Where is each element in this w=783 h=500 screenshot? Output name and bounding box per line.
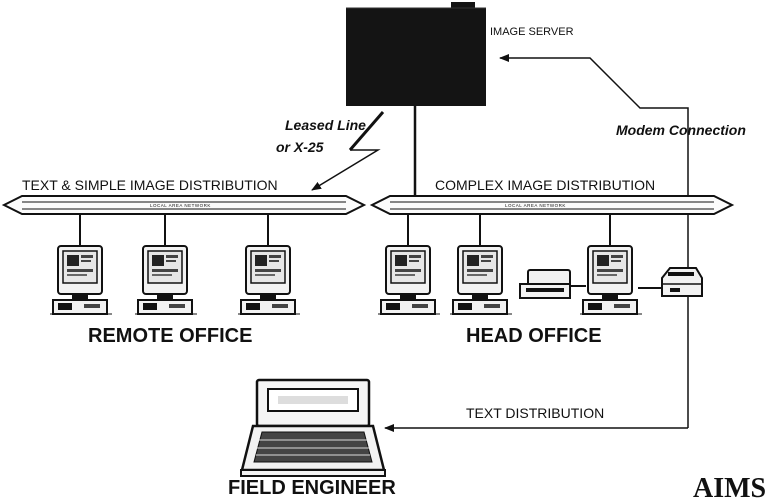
remote-lan-title: TEXT & SIMPLE IMAGE DISTRIBUTION xyxy=(22,177,278,193)
workstation-icon xyxy=(237,245,301,315)
leased-line-link: Leased Line or X-25 xyxy=(276,111,385,191)
field-engineer-label: FIELD ENGINEER xyxy=(228,477,396,499)
remote-lan-bus-label: LOCAL AREA NETWORK xyxy=(150,203,211,208)
head-office-label: HEAD OFFICE xyxy=(466,325,602,347)
printer-icon xyxy=(519,269,586,299)
head-lan-title: COMPLEX IMAGE DISTRIBUTION xyxy=(435,177,655,193)
modem-connection-label: Modem Connection xyxy=(616,122,746,138)
workstation-icon xyxy=(449,245,513,315)
head-lan: COMPLEX IMAGE DISTRIBUTION LOCAL AREA NE… xyxy=(371,177,733,315)
image-server-label: IMAGE SERVER xyxy=(490,26,574,38)
server-icon xyxy=(346,8,486,106)
workstation-icon xyxy=(49,245,113,315)
workstation-icon xyxy=(579,245,643,315)
text-distribution-label: TEXT DISTRIBUTION xyxy=(466,405,604,421)
remote-lan: TEXT & SIMPLE IMAGE DISTRIBUTION LOCAL A… xyxy=(3,177,365,315)
head-lan-bus-label: LOCAL AREA NETWORK xyxy=(505,203,566,208)
workstation-icon xyxy=(377,245,441,315)
scanner-icon xyxy=(661,267,703,297)
leased-line-label: Leased Line xyxy=(285,117,366,133)
image-server: IMAGE SERVER xyxy=(346,2,574,106)
x25-label: or X-25 xyxy=(276,139,324,155)
workstation-icon xyxy=(134,245,198,315)
text-distribution-link: TEXT DISTRIBUTION xyxy=(384,405,688,432)
modem-connection-link: Modem Connection xyxy=(499,54,746,428)
remote-office-label: REMOTE OFFICE xyxy=(88,325,252,347)
aims-logo: AIMS xyxy=(693,473,766,500)
laptop-icon xyxy=(240,378,386,477)
